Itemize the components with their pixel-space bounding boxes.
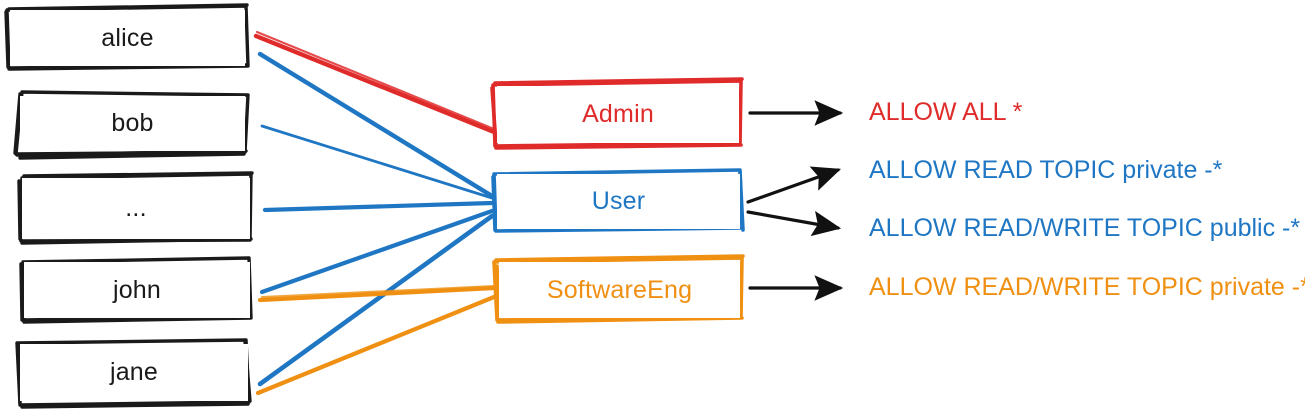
arrow-user-to-readwrite-public	[746, 210, 842, 237]
user-node-alice[interactable]: alice	[10, 10, 245, 66]
link-ellipsis-user	[262, 200, 495, 213]
user-node-label: john	[112, 275, 162, 304]
link-jane-softwareeng	[255, 294, 497, 396]
user-node-ellipsis[interactable]: ...	[22, 178, 250, 239]
user-node-label: alice	[101, 23, 154, 52]
link-alice-user	[257, 51, 495, 199]
link-john-softwareeng	[257, 285, 497, 303]
link-alice-admin	[253, 30, 497, 135]
user-node-jane[interactable]: jane	[20, 344, 248, 401]
role-node-user[interactable]: User	[497, 174, 740, 229]
user-box-outlines	[4, 3, 254, 409]
user-node-john[interactable]: john	[24, 262, 250, 318]
permission-read-topic-private: ALLOW READ TOPIC private -*	[869, 156, 1223, 184]
arrow-user-to-read-private	[746, 166, 842, 204]
role-box-softwareeng-outline	[492, 254, 745, 324]
user-node-label: jane	[109, 358, 159, 386]
role-node-admin[interactable]: Admin	[497, 86, 739, 143]
role-box-admin-outline	[490, 77, 744, 150]
role-node-label: User	[591, 187, 646, 215]
link-jane-user	[257, 213, 495, 387]
link-john-user	[259, 208, 495, 295]
user-node-bob[interactable]: bob	[20, 96, 245, 151]
permission-allow-all: ALLOW ALL *	[869, 98, 1023, 126]
role-node-softwareeng[interactable]: SoftwareEng	[499, 262, 740, 318]
user-node-label: ...	[125, 194, 147, 222]
role-node-label: Admin	[582, 100, 654, 128]
user-node-label: bob	[111, 109, 154, 137]
link-bob-user	[260, 124, 494, 200]
permission-readwrite-topic-public: ALLOW READ/WRITE TOPIC public -*	[869, 214, 1301, 242]
permission-readwrite-topic-private: ALLOW READ/WRITE TOPIC private -*	[869, 273, 1305, 301]
role-node-label: SoftwareEng	[546, 275, 693, 304]
